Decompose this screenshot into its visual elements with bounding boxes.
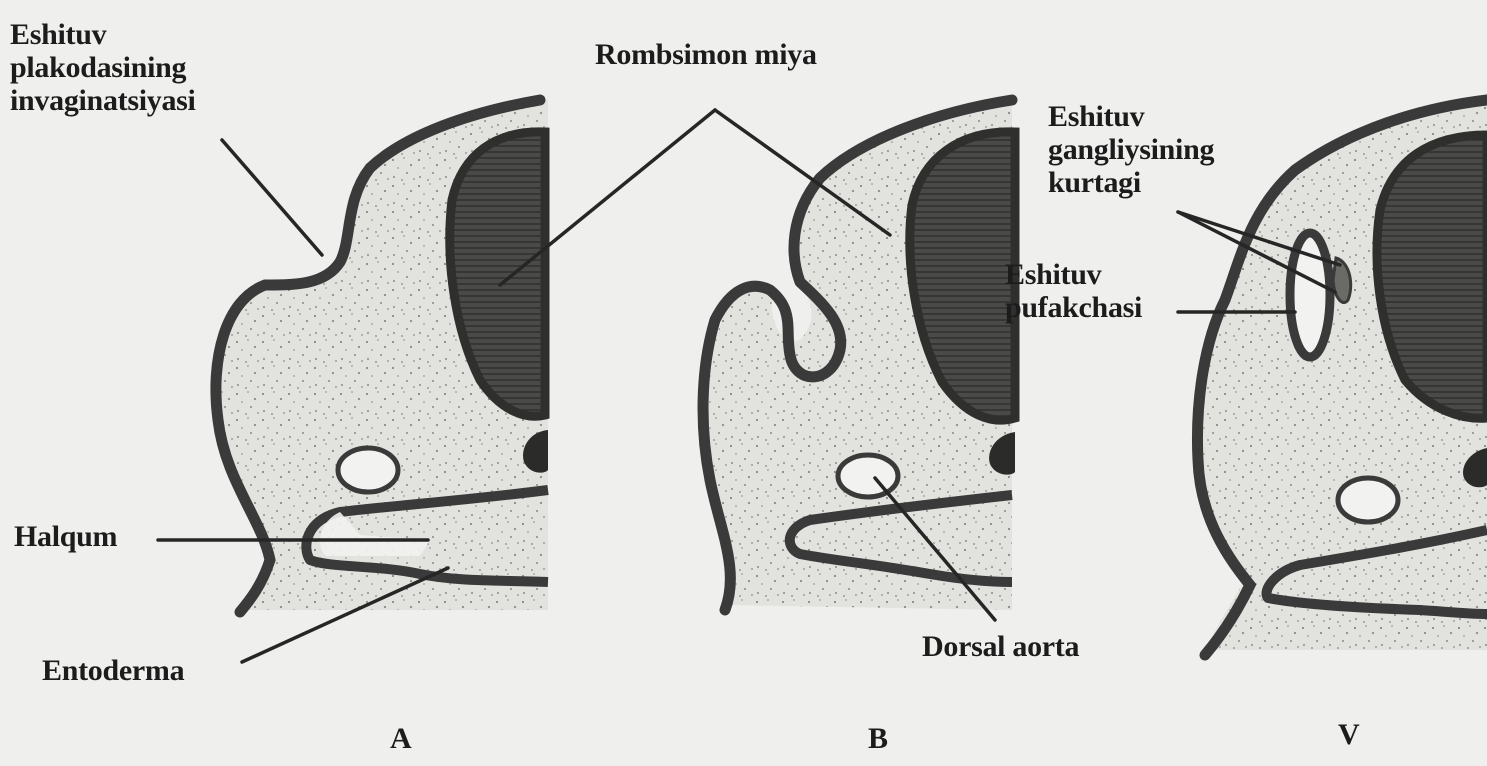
label-pharynx: Halqum (14, 520, 117, 553)
label-invagination: Eshituv plakodasining invaginatsiyasi (10, 18, 196, 117)
label-endoderm: Entoderma (42, 654, 184, 687)
label-invagination-line-2: plakodasining (10, 51, 196, 84)
panel-b (703, 100, 1015, 610)
label-invagination-line-3: invaginatsiyasi (10, 84, 196, 117)
leader-invagination (222, 140, 322, 255)
label-invagination-line-1: Eshituv (10, 18, 196, 51)
panel-letter-a: A (390, 722, 411, 755)
label-ganglion-line-2: gangliysining (1048, 133, 1214, 166)
label-dorsal-aorta: Dorsal aorta (922, 630, 1079, 663)
panel-b-dorsal-aorta (838, 455, 898, 497)
panel-a-dorsal-aorta (338, 448, 398, 492)
label-vesicle-line-1: Eshituv (1005, 258, 1142, 291)
label-ganglion: Eshituv gangliysining kurtagi (1048, 100, 1214, 199)
panel-letter-b: B (868, 722, 888, 755)
panel-a (216, 100, 548, 612)
label-vesicle: Eshituv pufakchasi (1005, 258, 1142, 324)
label-ganglion-line-3: kurtagi (1048, 166, 1214, 199)
label-vesicle-line-2: pufakchasi (1005, 291, 1142, 324)
panel-letter-v: V (1338, 718, 1359, 751)
panel-v-dorsal-aorta (1338, 478, 1398, 522)
panel-v (1197, 100, 1487, 655)
label-rhombencephalon: Rombsimon miya (595, 38, 817, 71)
label-ganglion-line-1: Eshituv (1048, 100, 1214, 133)
